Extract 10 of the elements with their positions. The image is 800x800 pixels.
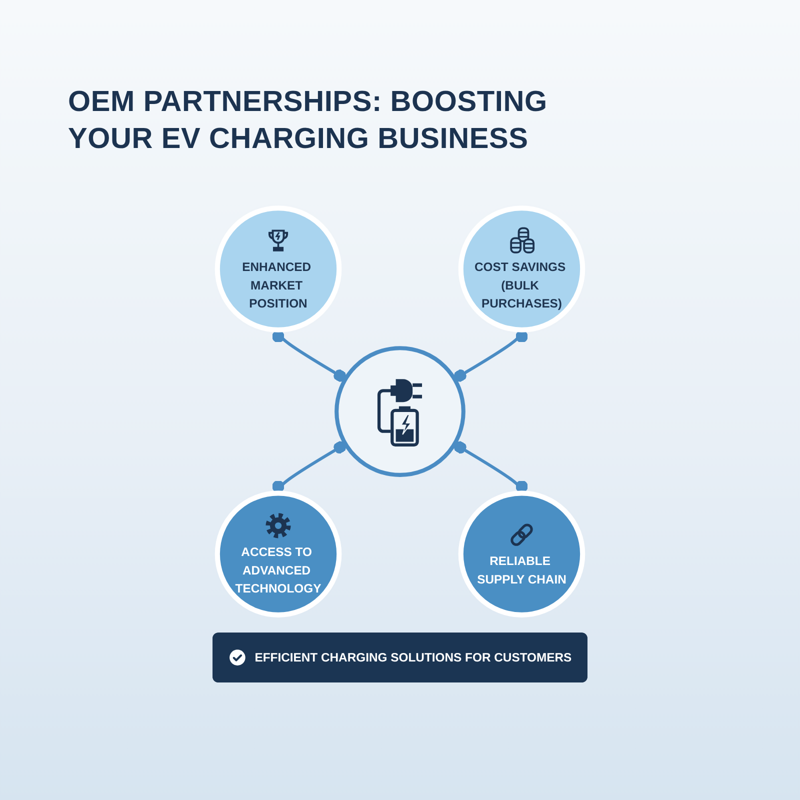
connector-line (272, 441, 346, 494)
title: OEM PARTNERSHIPS: BOOSTING YOUR EV CHARGING BUSINESS (68, 85, 548, 157)
connector-line (272, 330, 346, 382)
banner-text: EFFICIENT CHARGING SOLUTIONS FOR CUSTOMERS (254, 649, 572, 667)
topic-label: ACCESS TO ADVANCED TECHNOLOGY (234, 544, 322, 598)
connector-line (454, 330, 528, 382)
topic-label: ENHANCED MARKET POSITION (241, 258, 312, 313)
connector-line (454, 441, 528, 494)
topic-label: RELIABLE SUPPLY CHAIN (476, 553, 568, 589)
topic-label: COST SAVINGS (BULK PURCHASES) (474, 258, 567, 313)
